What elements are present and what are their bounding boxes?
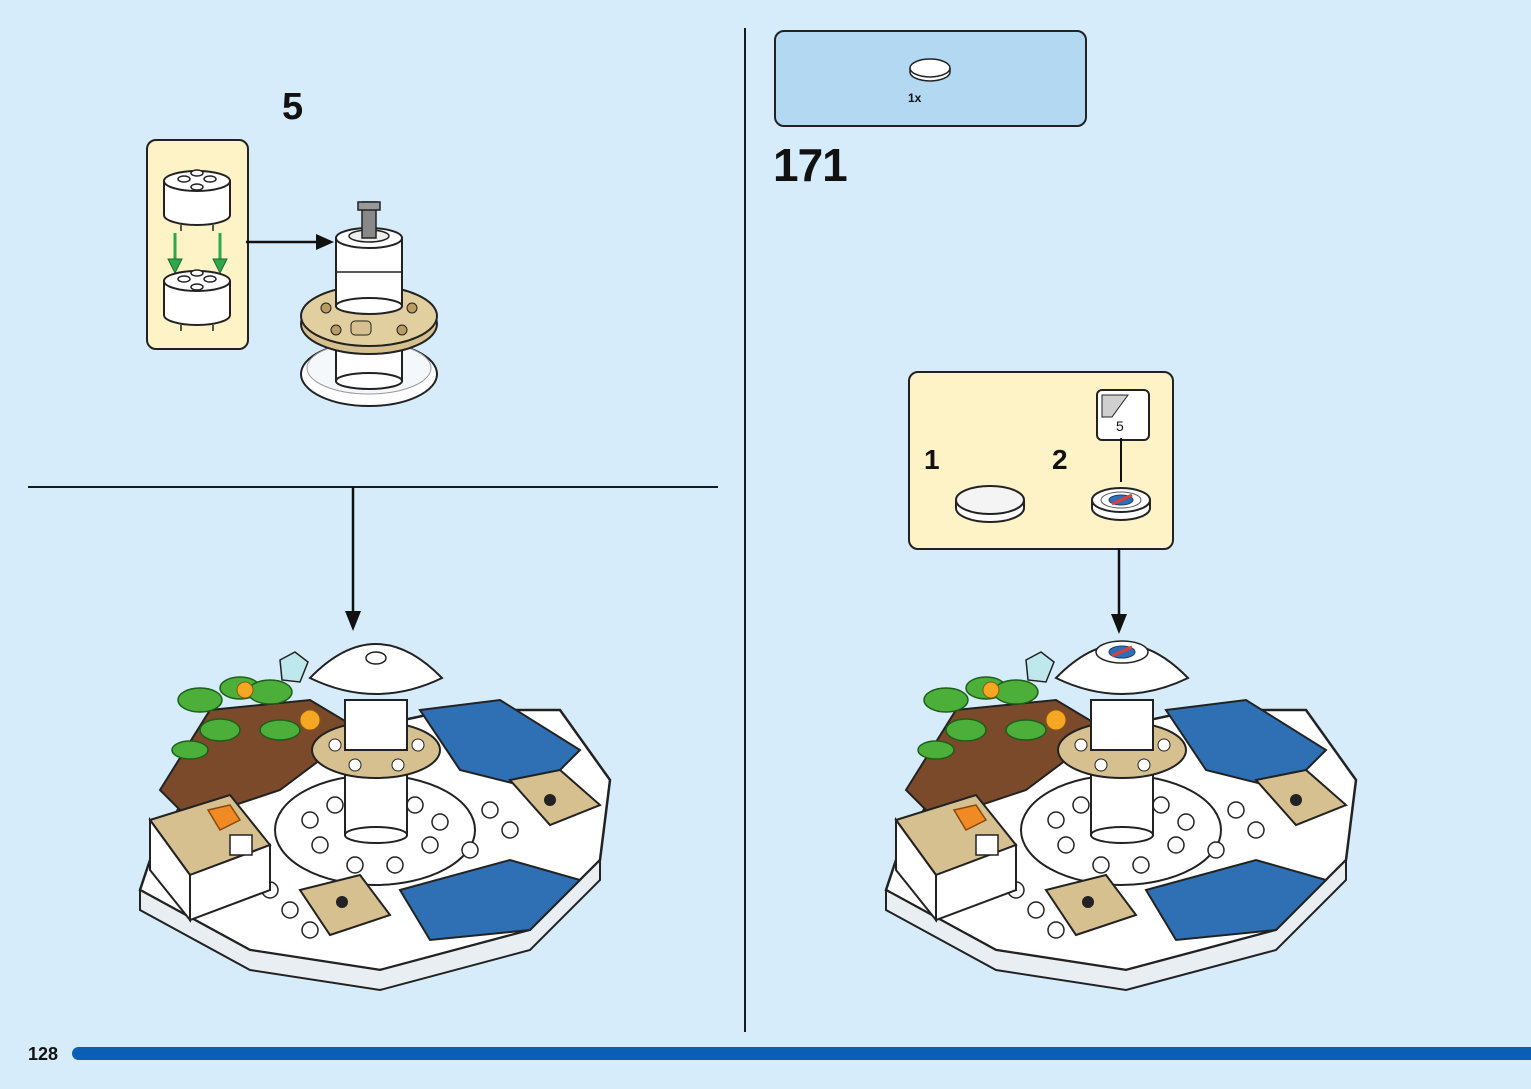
page-progress-bar (72, 1047, 1531, 1060)
green-arrow-icon (167, 233, 228, 275)
callout-step-2-number: 2 (1052, 444, 1068, 475)
section-divider-horizontal (28, 486, 718, 488)
sticker-tile-icon (1091, 438, 1151, 521)
callout-step-1-number: 1 (924, 444, 940, 475)
sticker-sheet-icon (1096, 389, 1150, 441)
fountain-tower-illustration (300, 201, 438, 407)
step-number: 171 (773, 139, 848, 191)
stacked-round-bricks-illustration (163, 169, 231, 331)
parts-list-box (774, 30, 1087, 127)
assembly-arrow-icon (246, 234, 334, 250)
part-quantity: 1x (908, 91, 922, 105)
main-model-illustration (138, 643, 612, 992)
subassembly-callout (146, 139, 249, 350)
substep-number: 5 (282, 86, 304, 128)
placement-arrow-icon (1111, 548, 1127, 634)
round-tile-part-icon (909, 58, 951, 82)
sticker-number: 5 (1116, 418, 1124, 434)
main-model-result-illustration (884, 640, 1358, 992)
round-tile-icon (955, 485, 1025, 523)
page-number: 128 (28, 1044, 59, 1064)
placement-arrow-icon (345, 487, 361, 631)
page-divider-vertical (744, 28, 746, 1032)
